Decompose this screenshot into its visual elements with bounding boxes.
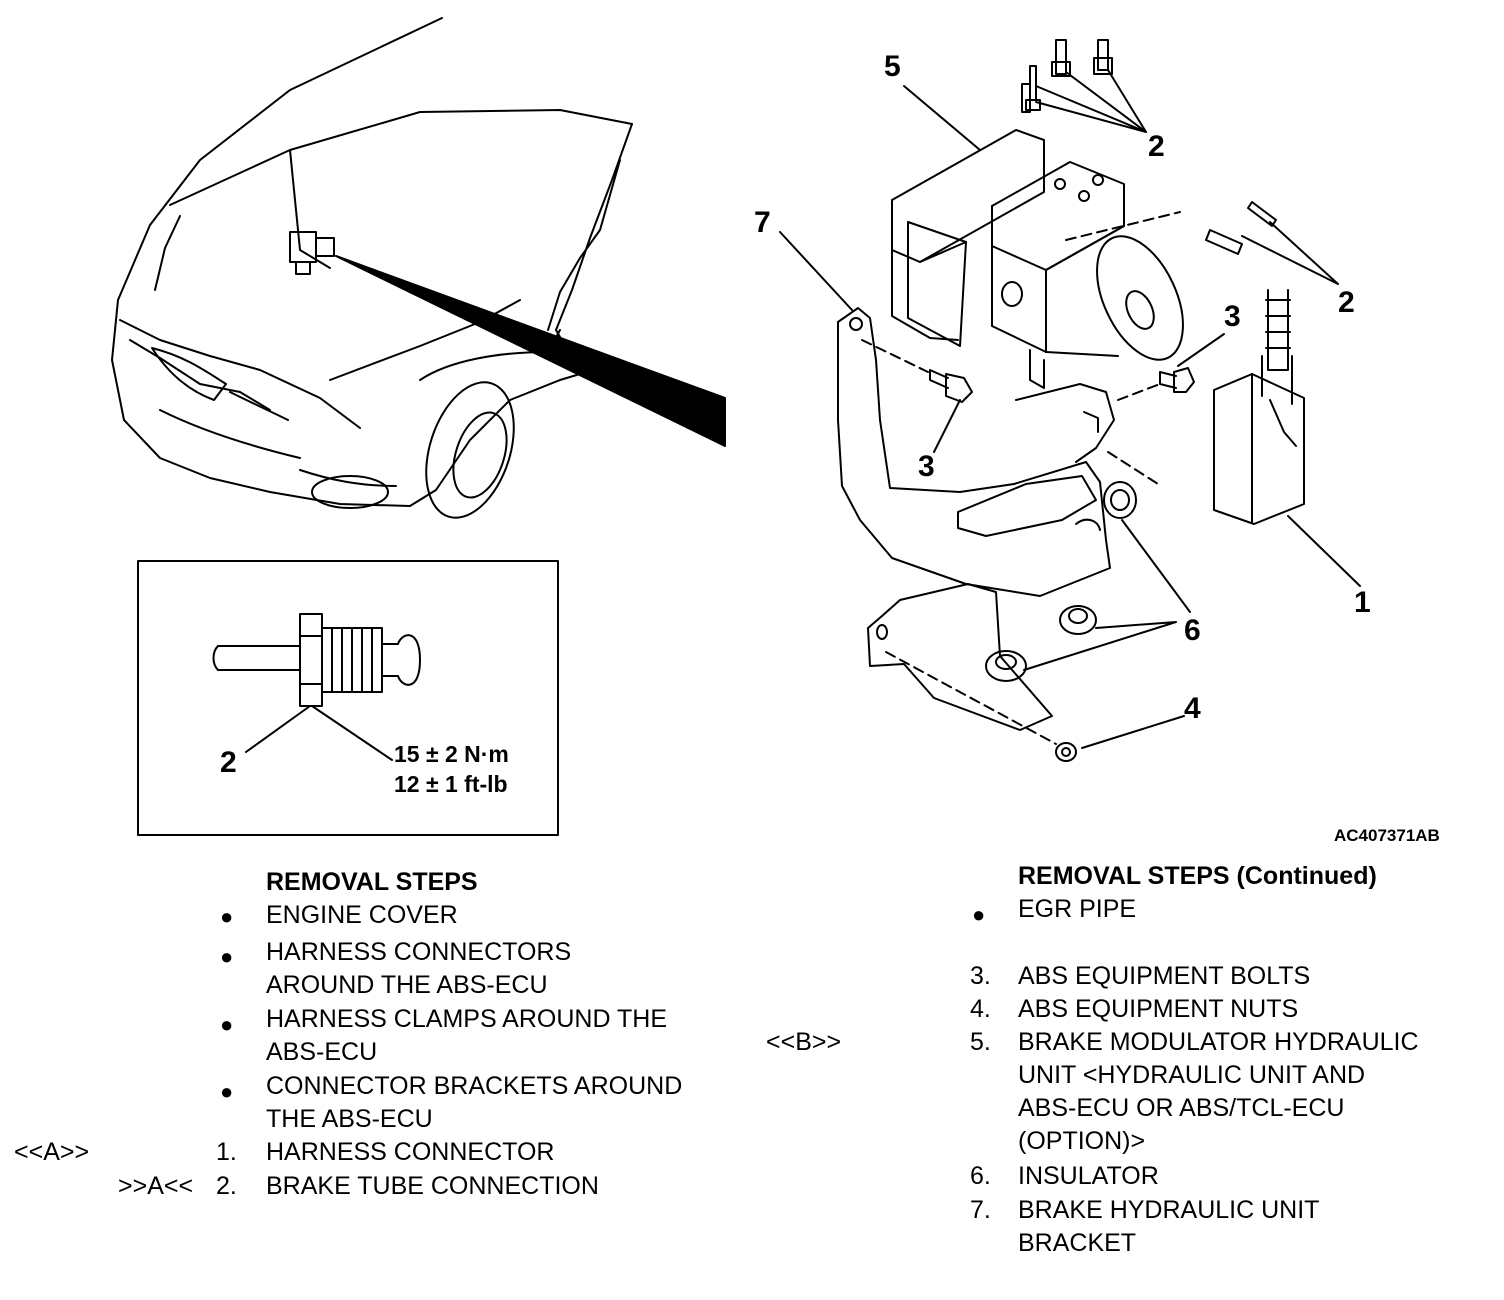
step-2-tag: >>A<< [118,1172,194,1200]
right-bullet-1: EGR PIPE [1018,895,1137,923]
callout-3-right: 3 [1224,300,1241,333]
step-3-text: ABS EQUIPMENT BOLTS [1018,962,1311,990]
detail-inset [137,560,559,836]
step-5-tag: <<B>> [766,1028,842,1056]
bullet-dot: ● [220,1079,234,1104]
torque-imperial: 12 ± 1 ft-lb [394,771,508,797]
vehicle-illustration [111,17,726,519]
bullet-dot: ● [220,904,234,929]
step-1-tag: <<A>> [14,1138,90,1166]
left-bullet-3-line-2: ABS-ECU [266,1038,378,1066]
step-7-num: 7. [970,1196,991,1224]
abs-modulator-illustration [779,39,1361,762]
step-5-line-4: (OPTION)> [1018,1127,1146,1155]
callout-6: 6 [1184,614,1201,647]
callout-2-top: 2 [1148,130,1165,163]
right-heading: REMOVAL STEPS (Continued) [1018,862,1377,890]
step-1-text: HARNESS CONNECTOR [266,1138,555,1166]
step-7-line-2: BRACKET [1018,1229,1137,1257]
left-bullet-3-line-1: HARNESS CLAMPS AROUND THE [266,1005,668,1033]
step-5-num: 5. [970,1028,991,1056]
left-bullet-4-line-1: CONNECTOR BRACKETS AROUND [266,1072,683,1100]
step-4-num: 4. [970,995,991,1023]
bullet-dot: ● [220,1012,234,1037]
callout-1: 1 [1354,586,1371,619]
bullet-dot: ● [972,902,986,927]
callout-3-left: 3 [918,450,935,483]
callout-4: 4 [1184,692,1201,725]
step-2-text: BRAKE TUBE CONNECTION [266,1172,599,1200]
step-3-num: 3. [970,962,991,990]
callout-2-inset: 2 [220,746,237,779]
step-6-text: INSULATOR [1018,1162,1159,1190]
left-heading: REMOVAL STEPS [266,868,478,896]
callout-5: 5 [884,50,901,83]
step-2-num: 2. [216,1172,237,1200]
callout-2-right: 2 [1338,286,1355,319]
step-7-line-1: BRAKE HYDRAULIC UNIT [1018,1196,1320,1224]
step-6-num: 6. [970,1162,991,1190]
step-5-line-2: UNIT <HYDRAULIC UNIT AND [1018,1061,1366,1089]
figure-id: AC407371AB [1334,826,1440,845]
step-5-line-3: ABS-ECU OR ABS/TCL-ECU [1018,1094,1345,1122]
step-1-num: 1. [216,1138,237,1166]
step-4-text: ABS EQUIPMENT NUTS [1018,995,1299,1023]
left-bullet-2-line-2: AROUND THE ABS-ECU [266,971,548,999]
callout-7: 7 [754,206,771,239]
left-bullet-1: ENGINE COVER [266,901,458,929]
left-bullet-2-line-1: HARNESS CONNECTORS [266,938,572,966]
step-5-line-1: BRAKE MODULATOR HYDRAULIC [1018,1028,1419,1056]
bullet-dot: ● [220,944,234,969]
torque-metric: 15 ± 2 N·m [394,741,509,767]
left-bullet-4-line-2: THE ABS-ECU [266,1105,433,1133]
